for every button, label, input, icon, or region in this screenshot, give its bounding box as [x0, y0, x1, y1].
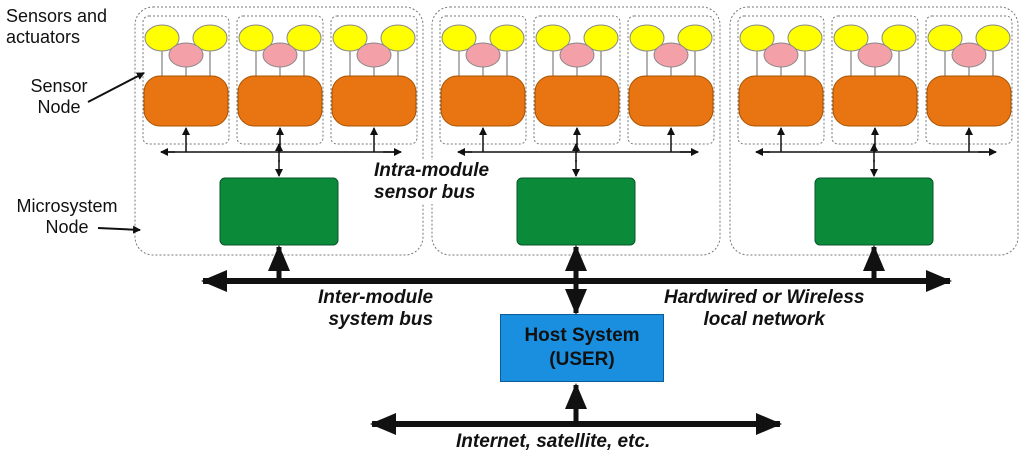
- sensor-ellipse: [465, 42, 501, 68]
- actuator-ellipse: [629, 24, 665, 52]
- sensor-node-box: [143, 75, 229, 127]
- sensor-node-label-line1: Sensor: [30, 76, 88, 96]
- actuator-ellipse: [739, 24, 775, 52]
- sensors-actuators-label-line1: Sensors and: [6, 6, 108, 26]
- microsystem-module-3: [729, 6, 1019, 281]
- internet-label: Internet, satellite, etc.: [456, 431, 651, 452]
- sensor-node-box: [832, 75, 918, 127]
- sensor-node-group: [236, 15, 324, 152]
- microsystem-node-label: Microsystem Node: [2, 196, 132, 237]
- sensor-node-group: [737, 15, 825, 152]
- actuator-ellipse: [192, 24, 228, 52]
- actuator-ellipse: [489, 24, 525, 52]
- sensor-ellipse: [951, 42, 987, 68]
- local-network-label: Hardwired or Wireless local network: [664, 287, 864, 331]
- sensor-node-group: [142, 15, 230, 152]
- local-network-label-line2: local network: [703, 308, 825, 330]
- sensor-ellipse: [356, 42, 392, 68]
- sensor-ellipse: [763, 42, 799, 68]
- host-system-label-line1: Host System: [524, 325, 640, 347]
- actuator-ellipse: [441, 24, 477, 52]
- microsystem-node-label-line1: Microsystem: [16, 196, 118, 216]
- sensor-node-label: Sensor Node: [20, 76, 98, 117]
- actuator-ellipse: [332, 24, 368, 52]
- microsystem-node-box: [219, 177, 339, 246]
- actuator-ellipse: [380, 24, 416, 52]
- sensor-node-box: [237, 75, 323, 127]
- inter-module-bus-label-line2: system bus: [328, 308, 434, 330]
- sensor-node-box: [534, 75, 620, 127]
- sensor-ellipse: [857, 42, 893, 68]
- actuator-ellipse: [787, 24, 823, 52]
- actuator-ellipse: [144, 24, 180, 52]
- sensor-node-group: [831, 15, 919, 152]
- actuator-ellipse: [535, 24, 571, 52]
- intra-module-bus-label-line1: Intra-module: [374, 160, 490, 181]
- sensor-node-box: [331, 75, 417, 127]
- sensors-actuators-label: Sensors and actuators: [6, 6, 107, 47]
- sensor-node-box: [440, 75, 526, 127]
- microsystem-node-pointer-arrow: [97, 225, 141, 234]
- module-boundary: [134, 6, 424, 256]
- sensor-ellipse: [559, 42, 595, 68]
- microsystem-node-label-line2: Node: [45, 216, 89, 237]
- actuator-ellipse: [975, 24, 1011, 52]
- sensor-node-box: [738, 75, 824, 127]
- sensor-node-group: [439, 15, 527, 152]
- sensor-ellipse: [168, 42, 204, 68]
- module-boundary: [431, 6, 721, 256]
- module-boundary: [729, 6, 1019, 256]
- host-system-label-line2: (USER): [549, 349, 615, 370]
- sensor-node-group: [330, 15, 418, 152]
- sensor-node-group: [925, 15, 1013, 152]
- intra-module-bus-label: Intra-module sensor bus: [372, 160, 492, 204]
- actuator-ellipse: [286, 24, 322, 52]
- actuator-ellipse: [238, 24, 274, 52]
- microsystem-node-box: [814, 177, 934, 246]
- actuator-ellipse: [677, 24, 713, 52]
- sensors-actuators-label-line2: actuators: [6, 26, 81, 47]
- local-network-label-line1: Hardwired or Wireless: [664, 287, 865, 308]
- microsystem-module-2: [431, 6, 721, 281]
- microsystem-node-box: [516, 177, 636, 246]
- sensor-node-label-line2: Node: [37, 96, 81, 117]
- actuator-ellipse: [881, 24, 917, 52]
- host-system-box: Host System (USER): [500, 314, 664, 382]
- inter-module-bus-label-line1: Inter-module: [318, 287, 434, 308]
- actuator-ellipse: [583, 24, 619, 52]
- sensor-node-box: [926, 75, 1012, 127]
- actuator-ellipse: [927, 24, 963, 52]
- sensor-node-pointer-arrow: [87, 72, 145, 103]
- sensor-ellipse: [653, 42, 689, 68]
- intra-module-bus-label-line2: sensor bus: [374, 181, 476, 203]
- sensor-node-group: [533, 15, 621, 152]
- sensor-ellipse: [262, 42, 298, 68]
- inter-module-bus-label: Inter-module system bus: [318, 287, 433, 331]
- sensor-node-box: [628, 75, 714, 127]
- actuator-ellipse: [833, 24, 869, 52]
- microsystem-module-1: [134, 6, 424, 281]
- sensor-node-group: [627, 15, 715, 152]
